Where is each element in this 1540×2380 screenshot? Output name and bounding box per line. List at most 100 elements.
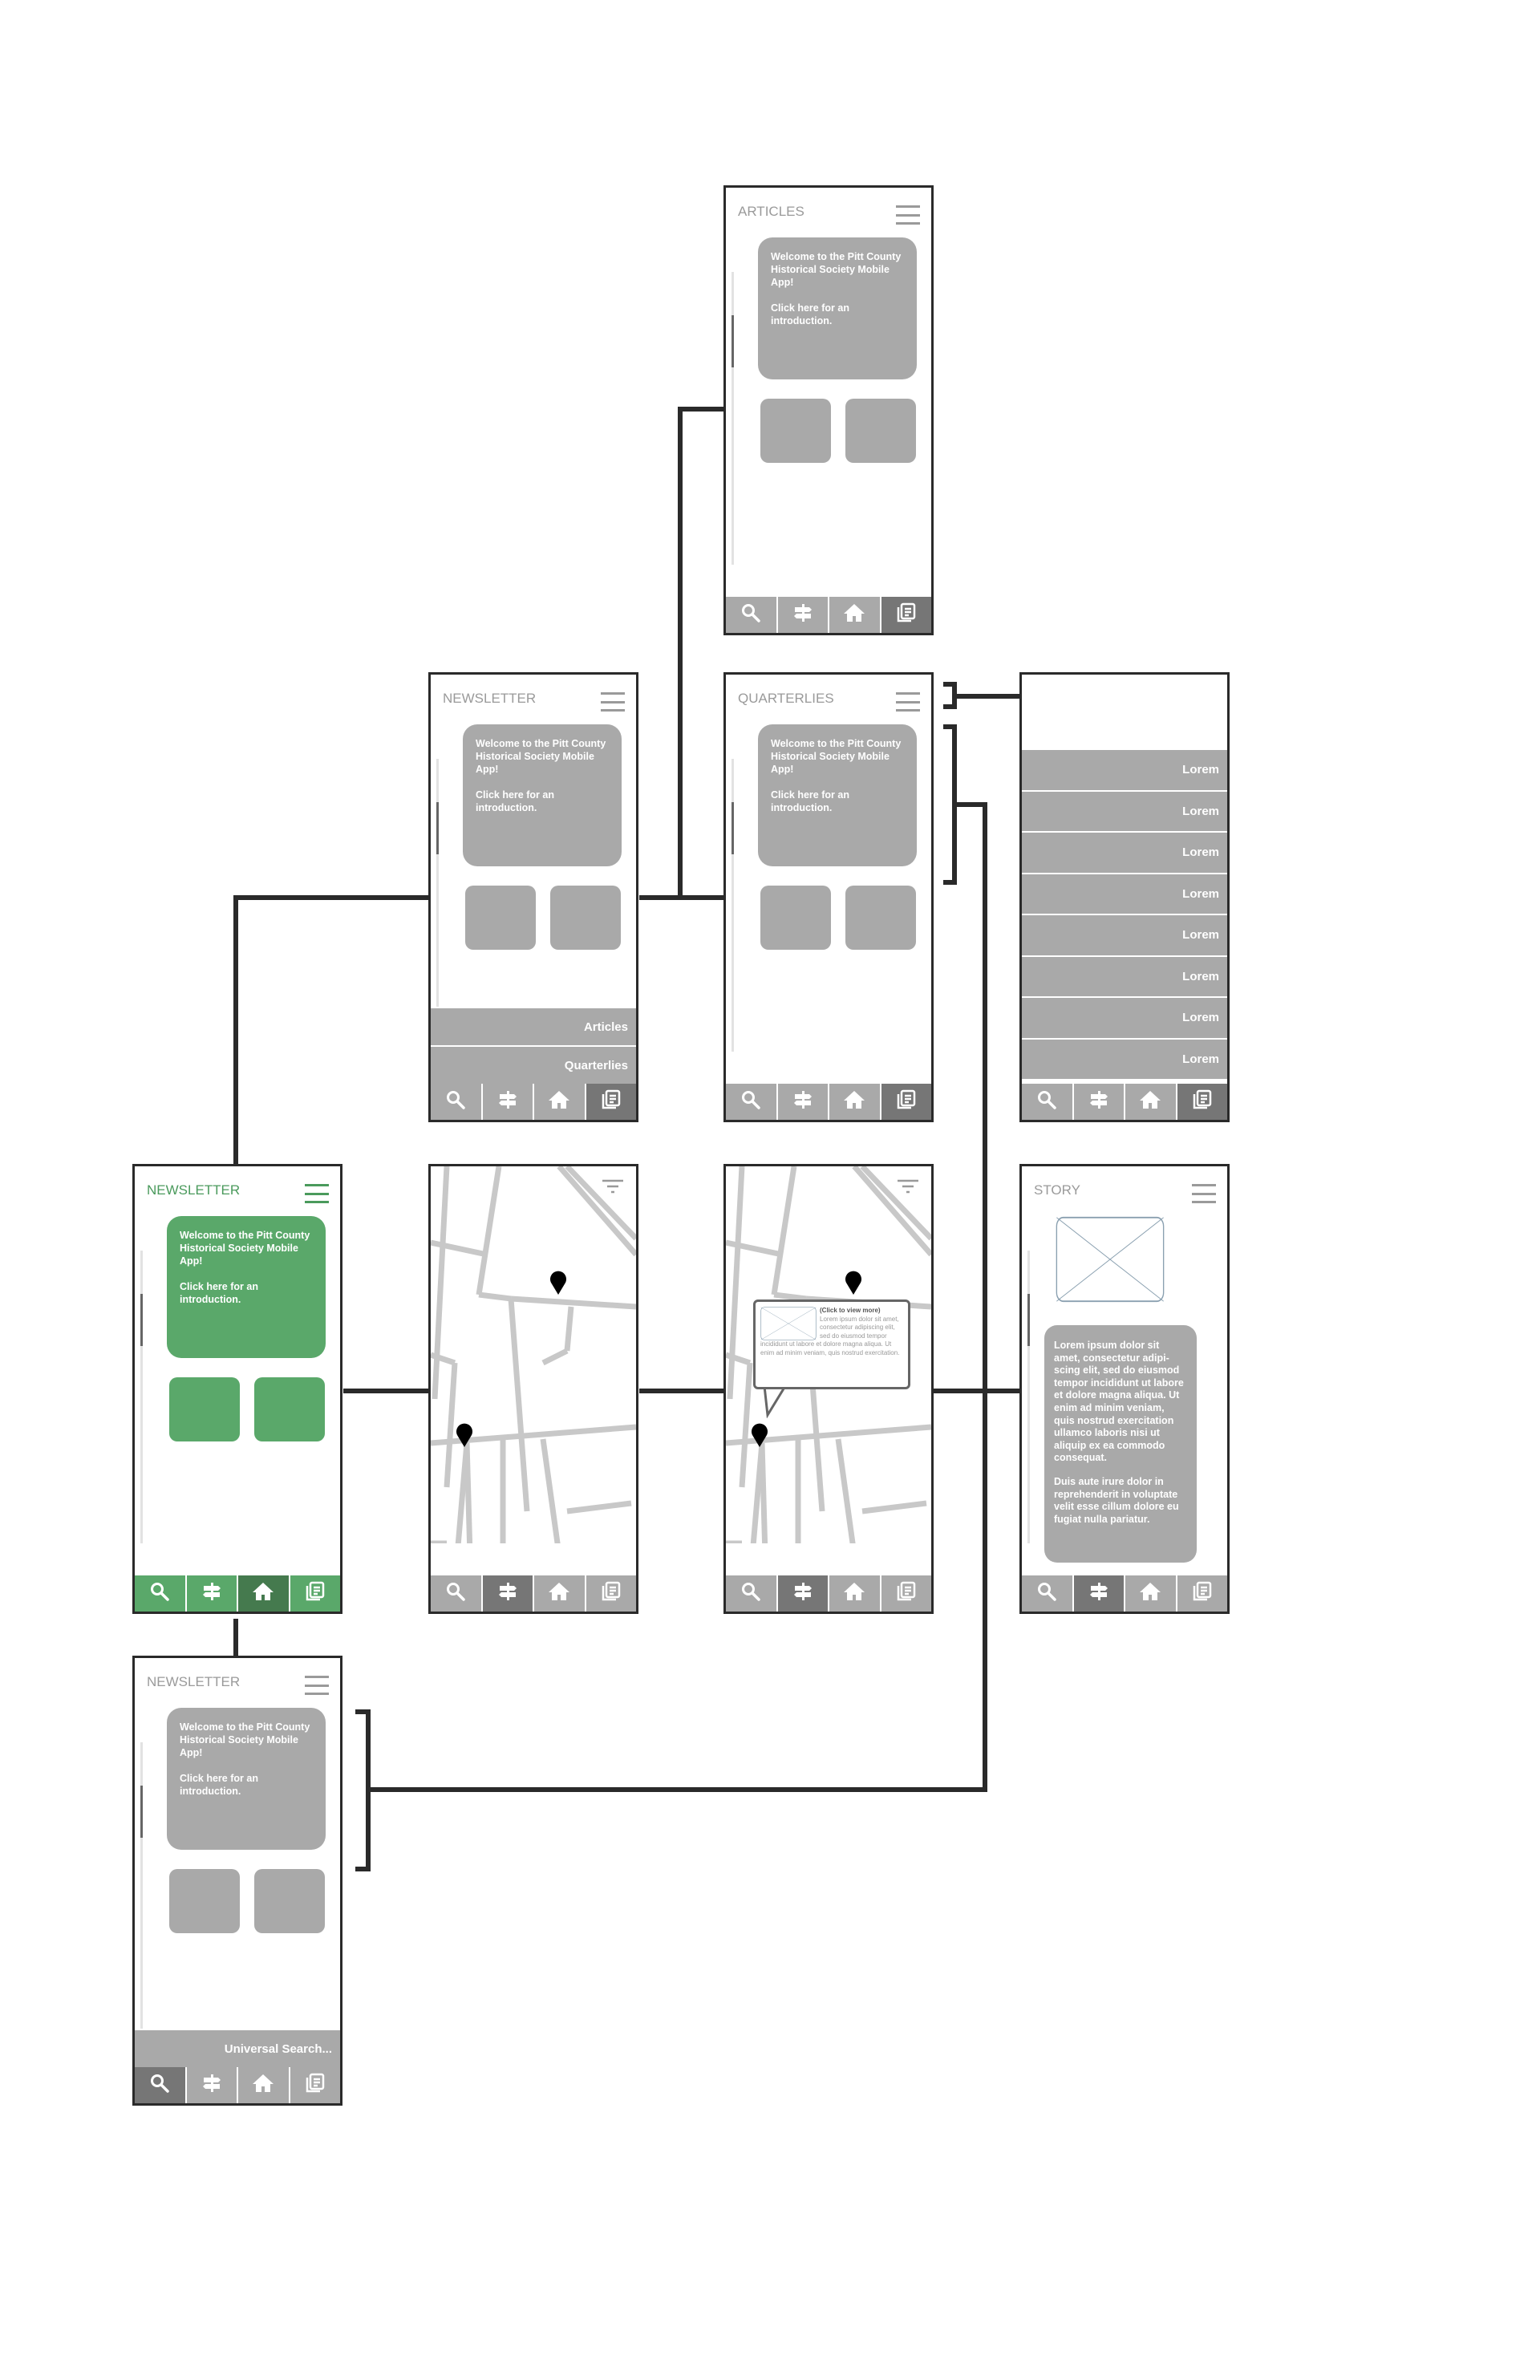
tab-signpost[interactable] [1072, 1084, 1125, 1120]
tab-newspaper[interactable] [1175, 1084, 1227, 1120]
tab-search[interactable] [431, 1084, 481, 1120]
tab-home[interactable] [1124, 1575, 1176, 1612]
map-pin-icon[interactable] [456, 1423, 473, 1447]
tab-search[interactable] [135, 2067, 185, 2103]
hamburger-menu-icon[interactable] [601, 692, 625, 712]
list-item[interactable]: Lorem [1022, 833, 1227, 874]
newspaper-icon [896, 1581, 917, 1606]
tab-search[interactable] [1022, 1575, 1072, 1612]
tab-signpost[interactable] [776, 1575, 828, 1612]
tab-newspaper[interactable] [288, 1575, 341, 1612]
nav-bar-item[interactable]: Quarterlies [431, 1045, 636, 1084]
content-tile[interactable] [550, 886, 621, 950]
filter-icon[interactable] [601, 1178, 625, 1195]
hamburger-menu-icon[interactable] [896, 692, 920, 712]
tab-signpost[interactable] [480, 1084, 533, 1120]
tab-signpost[interactable] [1072, 1575, 1124, 1612]
tab-home[interactable] [237, 1575, 289, 1612]
list-item[interactable]: Lorem [1022, 874, 1227, 915]
tab-signpost[interactable] [776, 597, 829, 633]
tab-signpost[interactable] [184, 2067, 237, 2103]
welcome-card[interactable]: Welcome to the Pitt County Historical So… [463, 724, 622, 866]
tab-home[interactable] [533, 1084, 585, 1120]
tab-search[interactable] [135, 1575, 185, 1612]
scrollbar[interactable] [732, 759, 734, 1052]
content-tile[interactable] [254, 1869, 325, 1933]
welcome-card[interactable]: Welcome to the Pitt County Historical So… [758, 237, 917, 379]
scrollbar[interactable] [1027, 1251, 1030, 1543]
content-tile[interactable] [465, 886, 536, 950]
content-tile[interactable] [760, 399, 831, 463]
tab-newspaper[interactable] [584, 1575, 637, 1612]
tab-home[interactable] [1124, 1084, 1176, 1120]
tab-search[interactable] [726, 597, 776, 633]
tab-newspaper[interactable] [879, 1575, 932, 1612]
map-pin-icon[interactable] [549, 1271, 567, 1295]
scrollbar[interactable] [140, 1742, 143, 2035]
list-item[interactable]: Lorem [1022, 998, 1227, 1040]
bottom-tab-bar [431, 1575, 636, 1612]
content-tile[interactable] [845, 886, 916, 950]
list-item[interactable]: Lorem [1022, 915, 1227, 957]
tab-newspaper[interactable] [1175, 1575, 1228, 1612]
view-more-link[interactable]: (Click to view more) [820, 1307, 881, 1314]
welcome-card[interactable]: Welcome to the Pitt County Historical So… [167, 1216, 326, 1358]
signpost-icon [792, 602, 813, 627]
tab-search[interactable] [726, 1575, 776, 1612]
hamburger-menu-icon[interactable] [305, 1676, 329, 1695]
list-item[interactable]: Lorem [1022, 791, 1227, 833]
content-tile[interactable] [760, 886, 831, 950]
nav-bar-item[interactable]: Universal Search... [135, 2029, 340, 2067]
intro-link-text: Click here for an introduction. [476, 789, 554, 813]
content-tile[interactable] [169, 1377, 240, 1441]
map-roads[interactable] [431, 1166, 636, 1543]
tab-newspaper[interactable] [288, 2067, 341, 2103]
welcome-card[interactable]: Welcome to the Pitt County Historical So… [758, 724, 917, 866]
bottom-tab-bar [1022, 1575, 1227, 1612]
welcome-text: Welcome to the Pitt County Historical So… [771, 738, 902, 775]
welcome-card[interactable]: Welcome to the Pitt County Historical So… [167, 1708, 326, 1850]
list-item[interactable]: Lorem [1022, 750, 1227, 792]
tab-home[interactable] [828, 597, 880, 633]
tab-home[interactable] [828, 1575, 880, 1612]
tab-search[interactable] [726, 1084, 776, 1120]
screen-title: ARTICLES [738, 204, 804, 219]
tab-home[interactable] [237, 2067, 289, 2103]
signpost-icon [1088, 1581, 1109, 1606]
tab-newspaper[interactable] [879, 597, 931, 633]
hamburger-menu-icon[interactable] [305, 1184, 329, 1203]
map-pin-icon[interactable] [751, 1423, 768, 1447]
content-tile[interactable] [254, 1377, 325, 1441]
intro-link-text: Click here for an introduction. [771, 789, 849, 813]
tab-home[interactable] [533, 1575, 585, 1612]
story-paragraph: Duis aute irure dolor in reprehenderit i… [1054, 1475, 1179, 1525]
nav-bar-item[interactable]: Articles [431, 1007, 636, 1045]
story-text: Lorem ipsum dolor sit amet, consectetur … [1044, 1325, 1197, 1563]
bottom-tab-bar [726, 597, 931, 633]
hamburger-menu-icon[interactable] [896, 205, 920, 225]
tab-signpost[interactable] [184, 1575, 237, 1612]
scrollbar[interactable] [732, 272, 734, 565]
content-tile[interactable] [845, 399, 916, 463]
list-item[interactable]: Lorem [1022, 1039, 1227, 1081]
content-tile[interactable] [169, 1869, 240, 1933]
tab-newspaper[interactable] [584, 1084, 636, 1120]
scrollbar[interactable] [436, 759, 439, 1052]
tab-home[interactable] [828, 1084, 880, 1120]
newspaper-icon [896, 1089, 917, 1114]
tab-search[interactable] [431, 1575, 481, 1612]
tab-signpost[interactable] [776, 1084, 829, 1120]
filter-icon[interactable] [896, 1178, 920, 1195]
signpost-icon [497, 1581, 518, 1606]
tab-signpost[interactable] [480, 1575, 533, 1612]
map-pin-icon[interactable] [845, 1271, 862, 1295]
scrollbar[interactable] [140, 1251, 143, 1543]
tab-search[interactable] [1022, 1084, 1072, 1120]
hamburger-menu-icon[interactable] [1192, 1184, 1216, 1203]
list-item[interactable]: Lorem [1022, 956, 1227, 998]
intro-link-text: Click here for an introduction. [180, 1773, 258, 1797]
map-popup[interactable]: (Click to view more)Lorem ipsum dolor si… [753, 1299, 910, 1389]
tab-newspaper[interactable] [879, 1084, 931, 1120]
